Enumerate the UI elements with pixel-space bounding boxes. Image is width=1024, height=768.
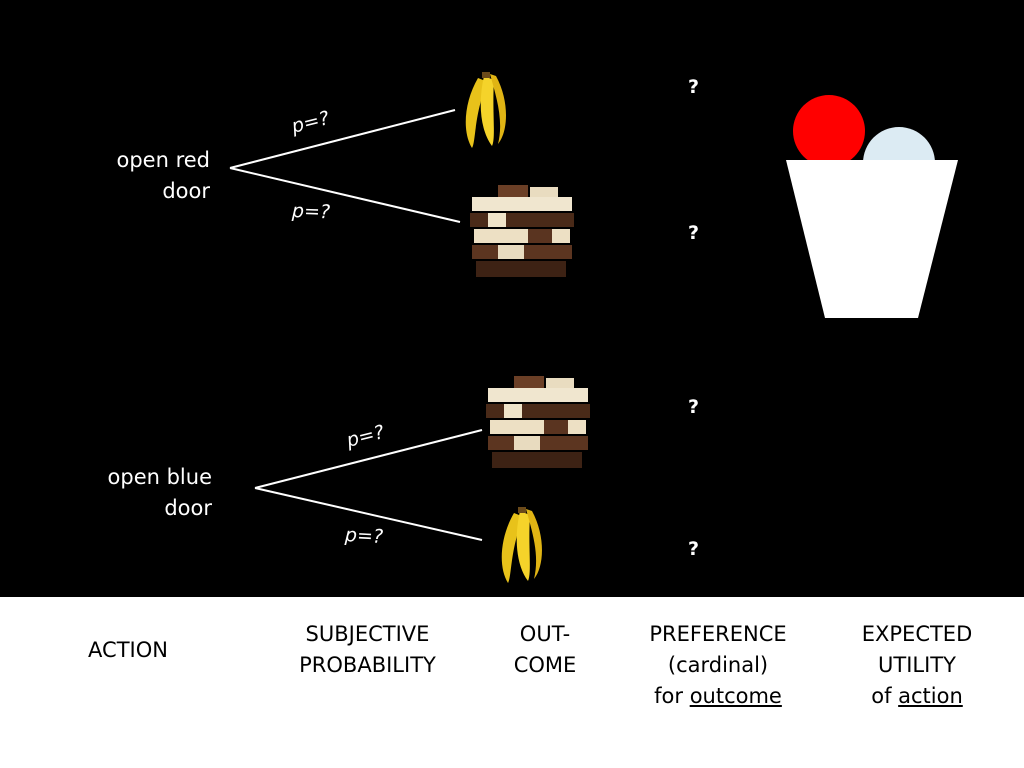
banana-icon xyxy=(465,72,506,148)
probability-label: p=? xyxy=(291,200,331,224)
column-preference: PREFERENCE (cardinal) for outcome xyxy=(649,622,787,708)
preference-mark: ? xyxy=(688,76,700,98)
branch-line-red-top xyxy=(229,109,456,169)
preference-mark: ? xyxy=(688,396,700,418)
red-ball-icon xyxy=(793,95,865,167)
tree-lines xyxy=(229,72,958,583)
column-legend: ACTION SUBJECTIVE PROBABILITY OUT- COME … xyxy=(0,597,1024,768)
action-label-blue: open blue door xyxy=(107,465,212,520)
branch-line-red-bottom xyxy=(229,167,461,223)
banana-icon xyxy=(501,507,542,583)
chocolate-icon xyxy=(486,376,590,468)
preference-mark: ? xyxy=(688,222,700,244)
column-expected-utility: EXPECTED UTILITY of action xyxy=(861,622,973,708)
utility-cup-icon xyxy=(786,160,958,318)
column-action: ACTION xyxy=(88,638,168,662)
branch-line-blue-bottom xyxy=(254,487,483,541)
action-label-red: open red door xyxy=(116,148,210,203)
column-subjective-probability: SUBJECTIVE PROBABILITY xyxy=(299,622,436,677)
column-outcome: OUT- COME xyxy=(513,622,577,677)
preference-mark: ? xyxy=(688,538,700,560)
probability-label: p=? xyxy=(344,524,384,548)
diagram-area: open red door open blue door p=? p=? p=?… xyxy=(0,0,1024,597)
chocolate-icon xyxy=(470,185,574,277)
branch-line-blue-top xyxy=(254,429,483,489)
